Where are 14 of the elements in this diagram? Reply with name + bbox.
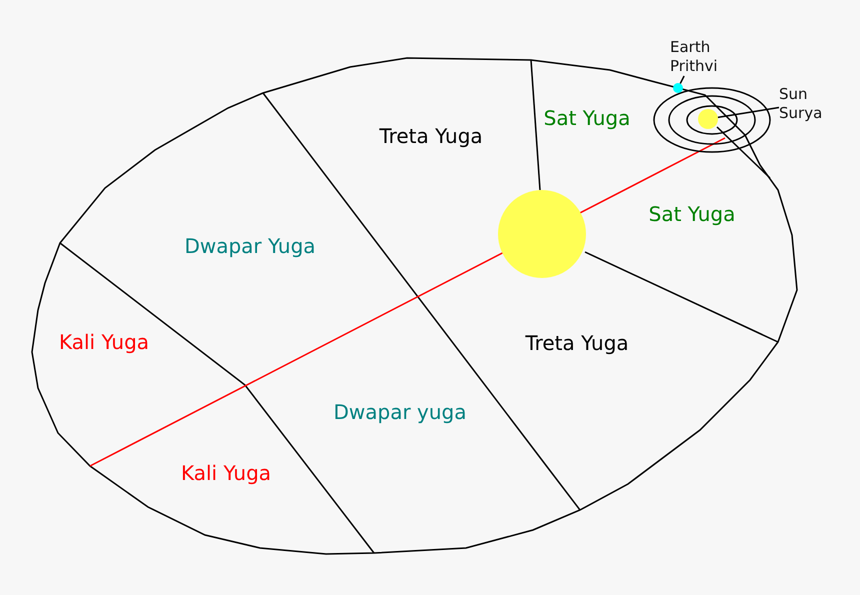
yuga-label: Sat Yuga (544, 106, 630, 130)
yuga-label: Sat Yuga (648, 202, 736, 226)
sun-circle (698, 109, 718, 129)
yuga-label: Treta Yuga (379, 124, 483, 148)
earth-dot (673, 83, 683, 93)
earth-label: Earth Prithvi (670, 38, 718, 76)
yuga-label: Kali Yuga (180, 461, 272, 485)
leader-line (718, 106, 780, 118)
yuga-label: Kali Yuga (58, 330, 150, 354)
sun-label: Sun Surya (779, 85, 822, 123)
yuga-label: Dwapar yuga (334, 400, 466, 424)
leader-line (680, 76, 685, 84)
yuga-label: Treta Yuga (525, 331, 629, 355)
yuga-label: Dwapar Yuga (184, 234, 316, 258)
